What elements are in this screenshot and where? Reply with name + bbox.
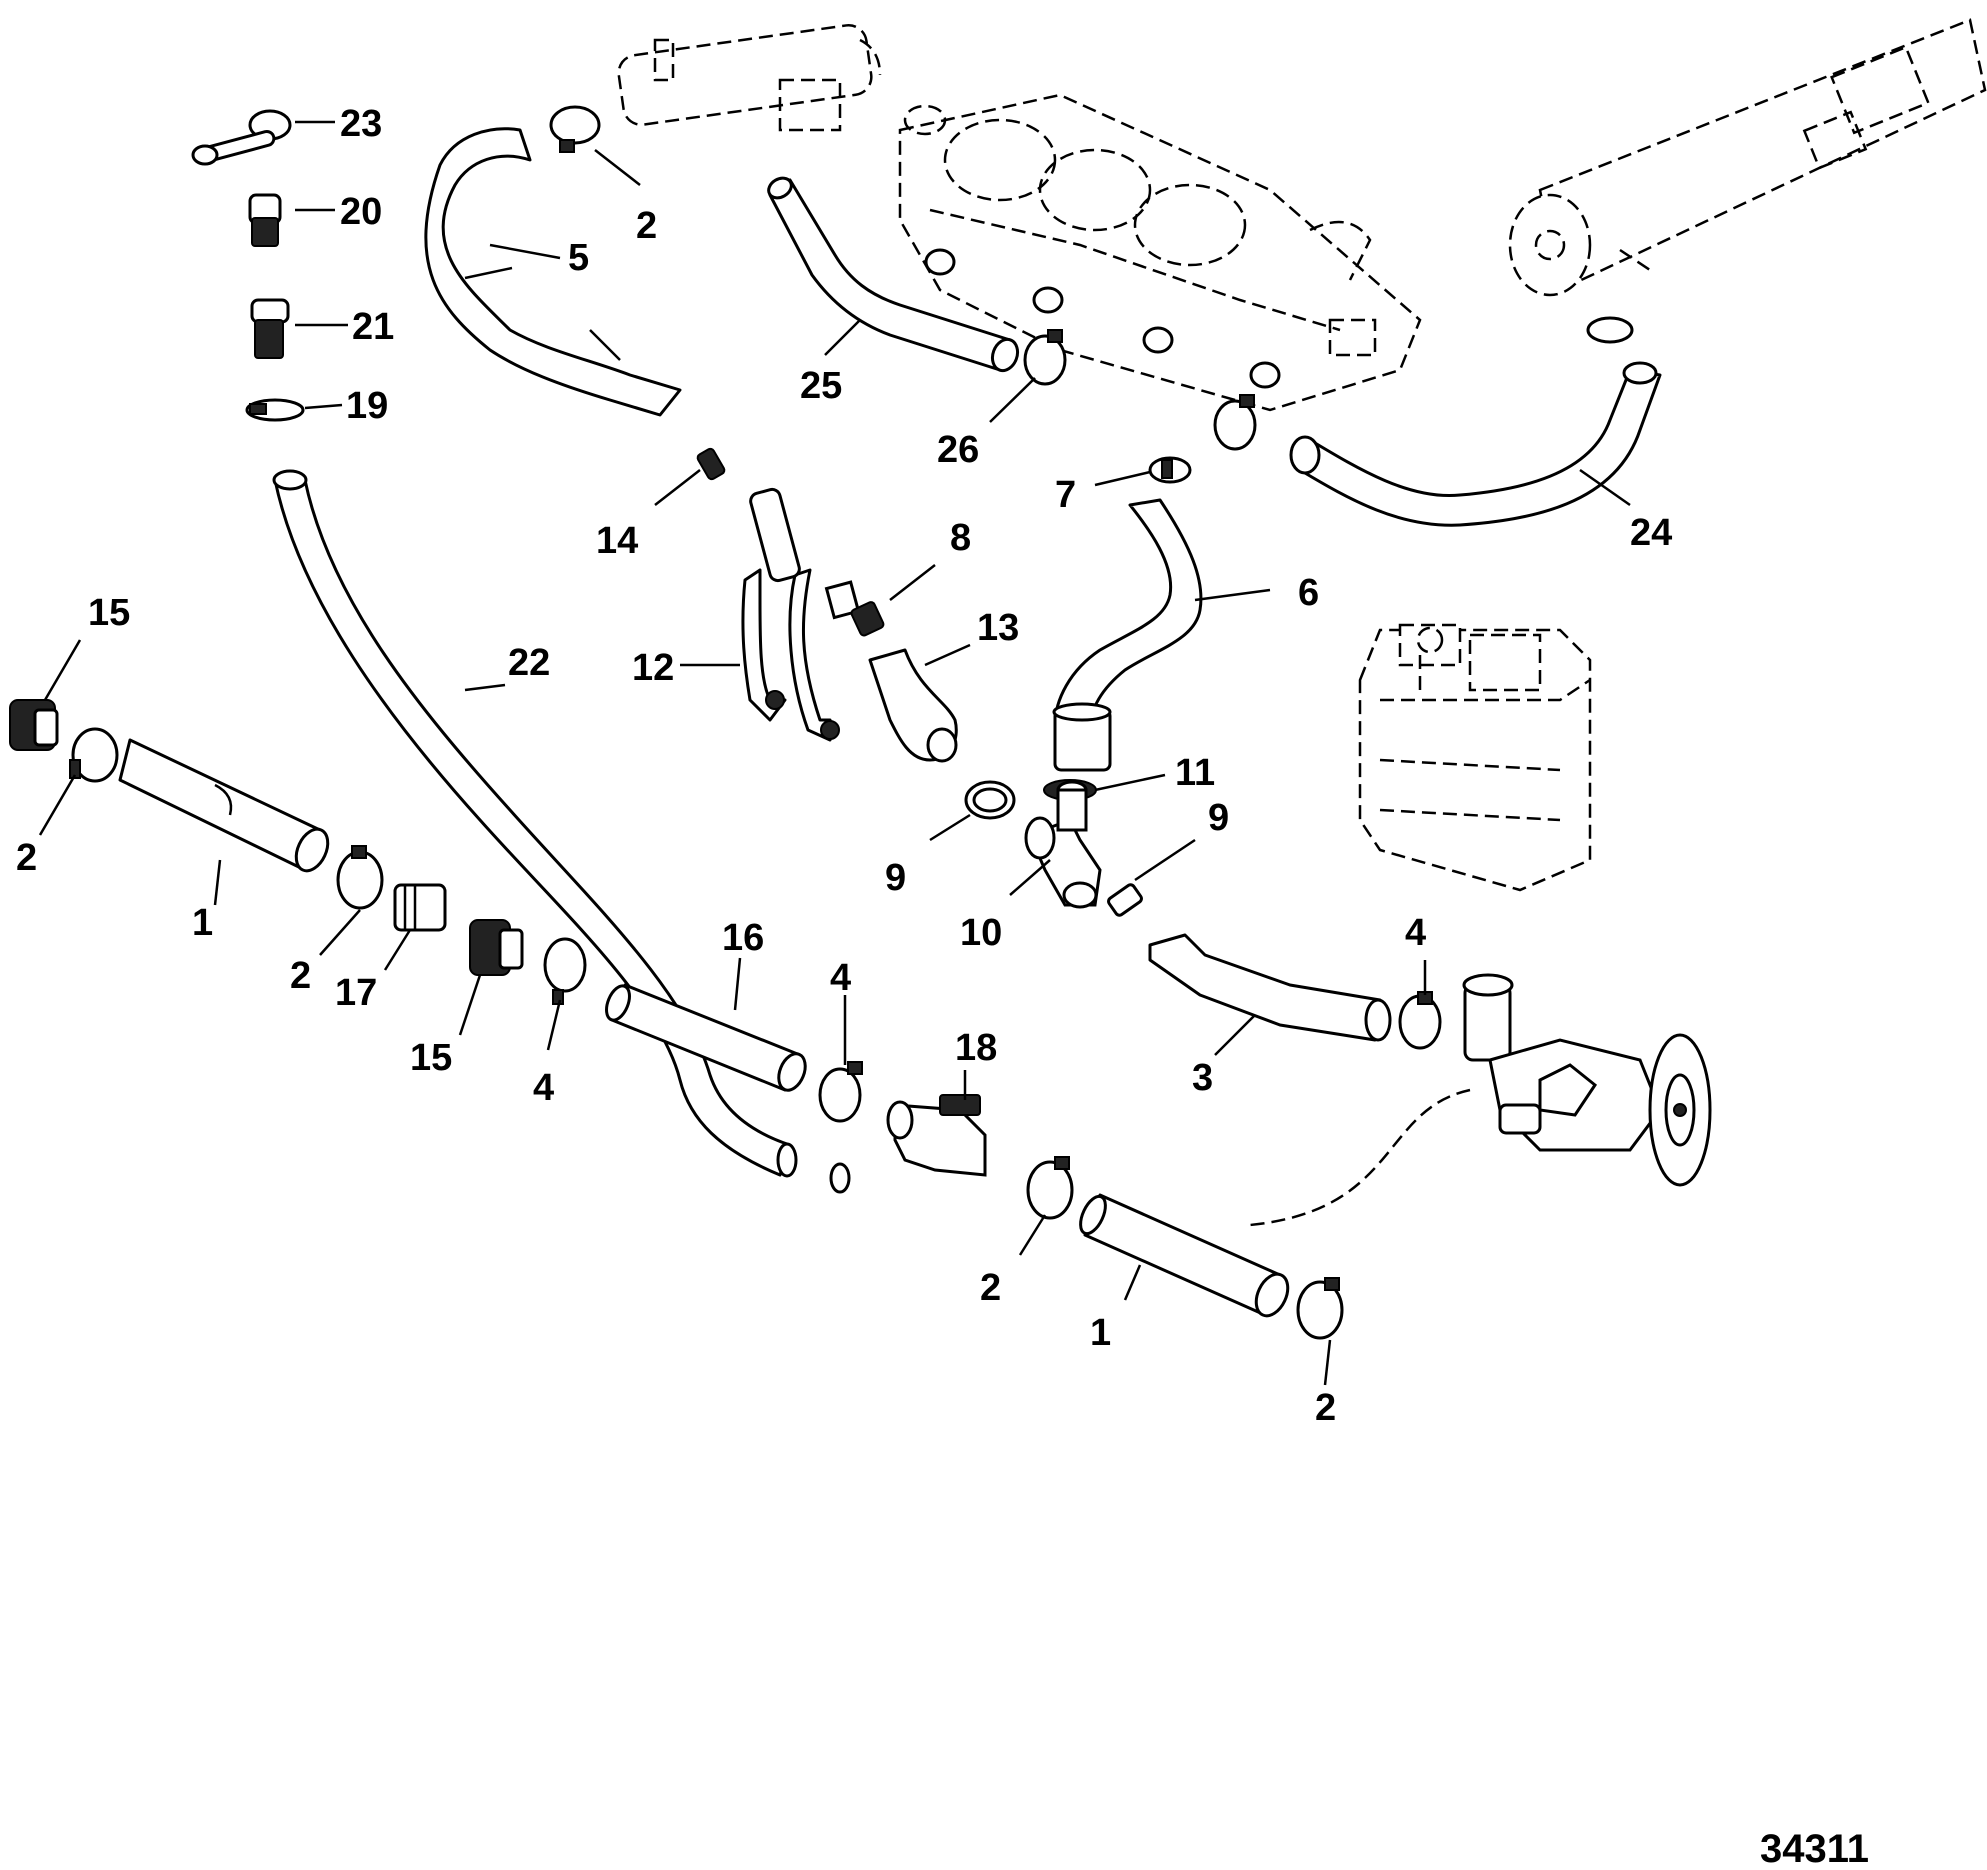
fitting-14	[696, 447, 726, 481]
seawater-pump-reference	[1249, 973, 1712, 1227]
fitting-15-left	[9, 699, 59, 751]
callout-8: 8	[950, 517, 971, 559]
ring-9	[964, 780, 1016, 820]
callout-15-left: 15	[88, 592, 130, 634]
callout-10: 10	[960, 912, 1002, 954]
callout-5: 5	[568, 237, 589, 279]
callout-3: 3	[1192, 1057, 1213, 1099]
callout-2-left: 2	[16, 837, 37, 879]
callout-15-mid: 15	[410, 1037, 452, 1079]
hose-6	[1052, 498, 1203, 772]
exhaust-elbow-reference-top	[617, 24, 882, 132]
fitting-21	[250, 298, 290, 359]
clamp-4-mid	[818, 1061, 863, 1123]
hose-1-right	[1079, 1193, 1290, 1318]
callout-6: 6	[1298, 572, 1319, 614]
clamp-4-right	[1398, 991, 1442, 1050]
callout-14: 14	[596, 520, 638, 562]
cap-23	[191, 109, 292, 166]
callout-2-right: 2	[1315, 1387, 1336, 1429]
callout-23: 23	[340, 103, 382, 145]
callout-12: 12	[632, 647, 674, 689]
fitting-15-mid	[469, 919, 524, 976]
clamp-2-left	[69, 727, 119, 783]
callout-22: 22	[508, 642, 550, 684]
clamp-near-manifold	[1213, 394, 1257, 451]
callout-1-right: 1	[1090, 1312, 1111, 1354]
clamp-2-mid-left	[336, 845, 384, 910]
callout-19: 19	[346, 385, 388, 427]
plug-20	[248, 193, 282, 247]
heat-exchanger-reference	[1358, 623, 1592, 892]
clamp-19	[245, 398, 305, 422]
clamp-2-top	[549, 105, 601, 153]
callout-4-mid: 4	[830, 957, 851, 999]
hose-5	[424, 127, 682, 417]
hose-3	[1148, 933, 1392, 1042]
callout-1-left: 1	[192, 902, 213, 944]
callout-2-mid: 2	[980, 1267, 1001, 1309]
hose-1-left	[118, 738, 330, 873]
hose-24	[1289, 361, 1662, 527]
clamp-4-small	[829, 1162, 851, 1194]
callout-4-left: 4	[533, 1067, 554, 1109]
fitting-18-tee	[886, 1094, 987, 1177]
clamp-4-left	[543, 937, 587, 1005]
exhaust-manifold-reference	[898, 93, 1422, 412]
fitting-17	[393, 883, 447, 932]
callout-11: 11	[1175, 752, 1215, 794]
figure-number: 34311	[1760, 1827, 1869, 1870]
callout-9-right: 9	[1208, 797, 1229, 839]
clamp-26	[1023, 329, 1067, 386]
callout-25: 25	[800, 365, 842, 407]
callout-9-left: 9	[885, 857, 906, 899]
callout-7: 7	[1055, 474, 1076, 516]
callout-18: 18	[955, 1027, 997, 1069]
callouts: 23 20 21 19 2 5 25 26 7 24 14 8 6 12 13 …	[16, 103, 1672, 1429]
fitting-10-tee	[1024, 780, 1102, 909]
callout-2-top: 2	[636, 205, 657, 247]
clamp-7	[1148, 456, 1192, 484]
callout-16: 16	[722, 917, 764, 959]
callout-26: 26	[937, 429, 979, 471]
callout-13: 13	[977, 607, 1019, 649]
hose-16	[605, 983, 807, 1092]
clamp-2-mid	[1026, 1156, 1074, 1220]
fitting-9-small	[1107, 883, 1143, 917]
callout-4-right: 4	[1405, 912, 1426, 954]
fitting-8	[850, 601, 885, 637]
callout-20: 20	[340, 191, 382, 233]
clamp-2-riser	[1586, 316, 1634, 344]
hose-12	[741, 487, 861, 742]
hose-13	[868, 648, 958, 763]
callout-17: 17	[335, 972, 377, 1014]
hose-25	[767, 176, 1020, 373]
callout-21: 21	[352, 306, 394, 348]
callout-2-mid-left: 2	[290, 955, 311, 997]
clamp-2-right	[1296, 1277, 1344, 1340]
callout-24: 24	[1630, 512, 1672, 554]
riser-reference-top-right	[1508, 18, 1987, 297]
